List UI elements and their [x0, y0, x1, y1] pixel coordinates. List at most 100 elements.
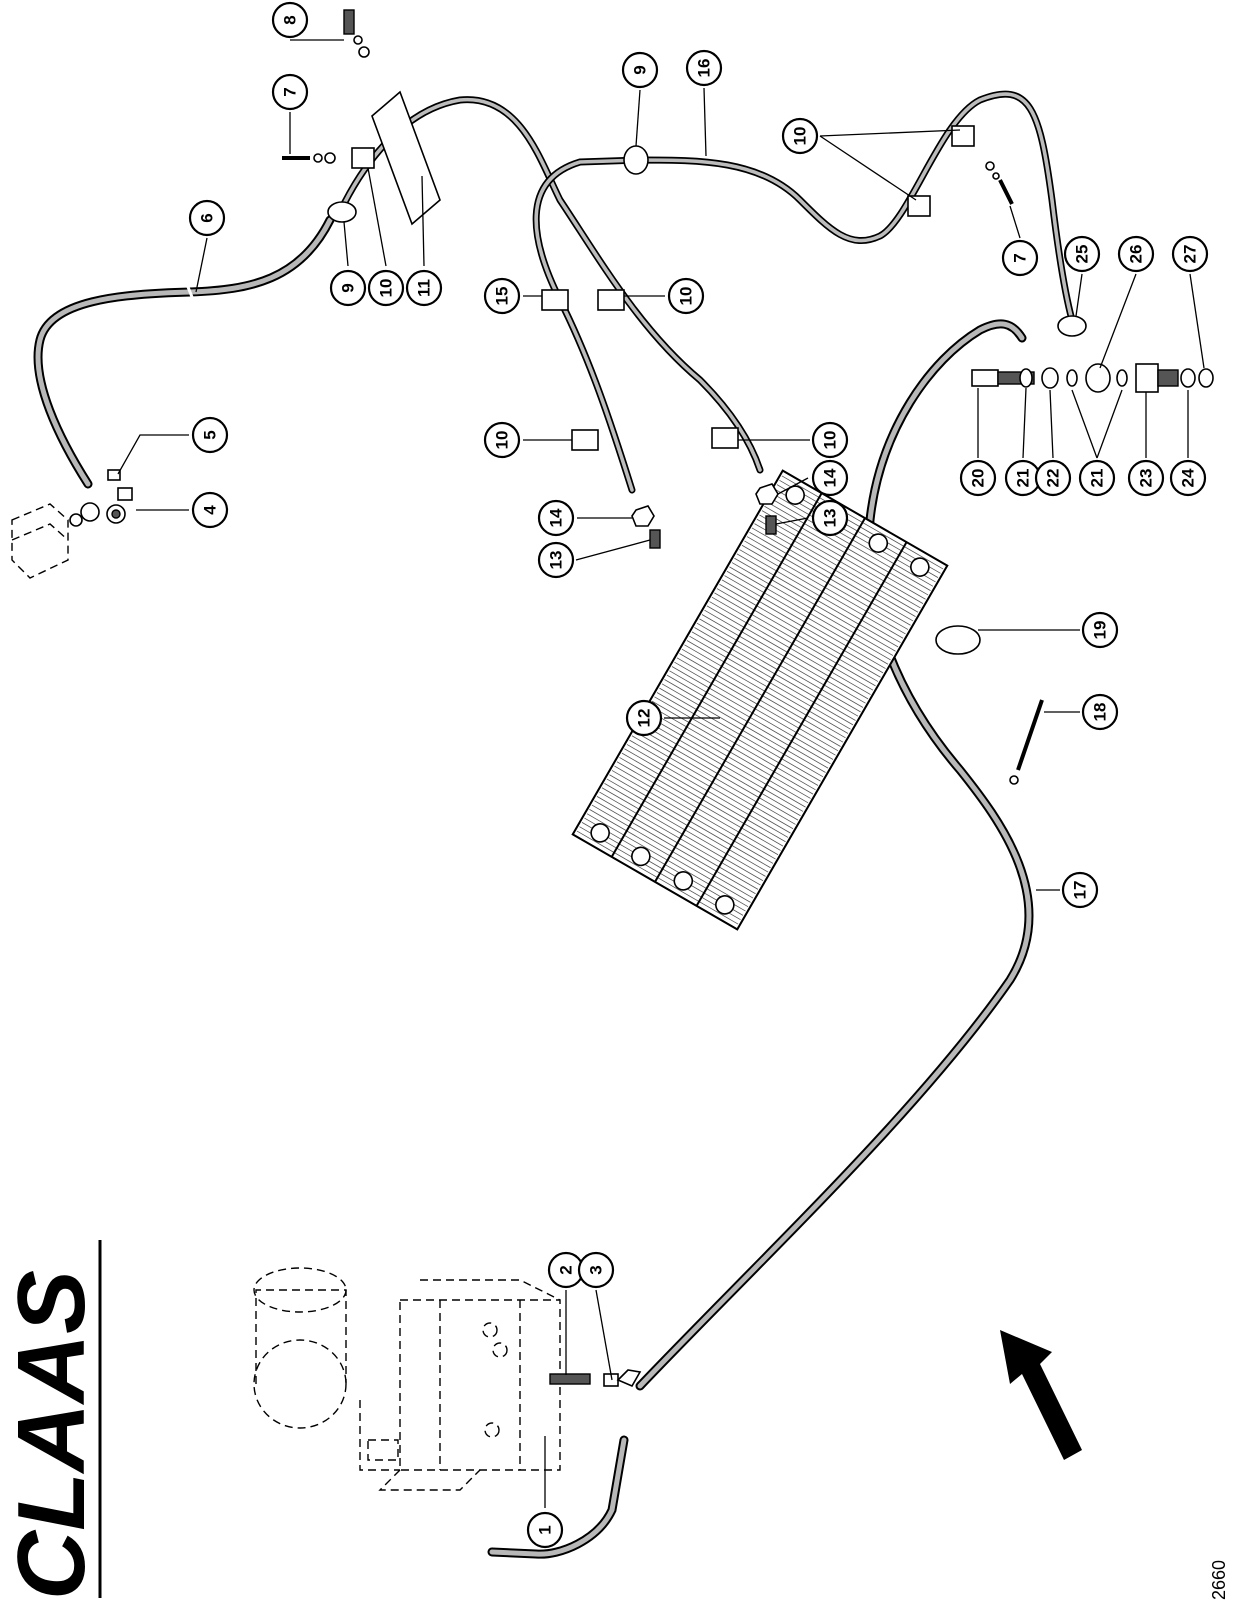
- callout-c3: 3: [577, 1251, 615, 1289]
- hose-6: [33, 215, 335, 489]
- callout-c5: 5: [191, 416, 229, 454]
- callout-c16: 16: [685, 49, 723, 87]
- callout-circle: [621, 51, 659, 89]
- callout-c13a: 13: [537, 541, 575, 579]
- callout-circle: [577, 1251, 615, 1289]
- callout-label: 10: [377, 279, 396, 298]
- callout-circle: [1171, 235, 1209, 273]
- callout-c1: 1: [526, 1511, 564, 1549]
- callout-label: 11: [415, 279, 434, 297]
- callout-label: 5: [201, 430, 220, 439]
- callout-c21b: 21: [1078, 459, 1116, 497]
- callout-label: 10: [821, 431, 840, 450]
- callout-circle: [685, 49, 723, 87]
- direction-arrow-icon: [1000, 1330, 1082, 1460]
- callout-c15: 15: [483, 277, 521, 315]
- small-parts: [80, 9, 1214, 1388]
- callout-label: 21: [1088, 469, 1107, 488]
- pump-housing-outline: [253, 1267, 561, 1491]
- callout-c23: 23: [1127, 459, 1165, 497]
- callout-c10a: 10: [367, 269, 405, 307]
- callout-circle: [271, 1, 309, 39]
- callout-label: 12: [635, 709, 654, 728]
- callout-c7b: 7: [1001, 239, 1039, 277]
- callout-c9b: 9: [621, 51, 659, 89]
- callout-circle: [625, 699, 663, 737]
- callout-c17: 17: [1061, 871, 1099, 909]
- callout-label: 14: [821, 468, 840, 487]
- callout-label: 6: [198, 213, 217, 222]
- callout-circle: [1169, 459, 1207, 497]
- callout-c10e: 10: [781, 117, 819, 155]
- callout-c18: 18: [1081, 693, 1119, 731]
- callout-label: 25: [1073, 245, 1092, 264]
- callout-c4: 4: [191, 491, 229, 529]
- callout-circle: [271, 73, 309, 111]
- callout-label: 23: [1137, 469, 1156, 488]
- claas-logo: CLAAS: [0, 1240, 105, 1600]
- callout-circle: [1127, 459, 1165, 497]
- drawing-number: 2660: [1209, 1560, 1229, 1600]
- callout-label: 17: [1071, 881, 1090, 900]
- callout-circle: [781, 117, 819, 155]
- callout-label: 18: [1091, 703, 1110, 722]
- hose-17: [635, 319, 1034, 1391]
- callout-label: 16: [695, 59, 714, 78]
- callout-c27: 27: [1171, 235, 1209, 273]
- callout-c21a: 21: [1004, 459, 1042, 497]
- callout-label: 3: [587, 1265, 606, 1274]
- callout-label: 7: [1011, 253, 1030, 262]
- callout-circle: [367, 269, 405, 307]
- callout-circle: [483, 277, 521, 315]
- callout-label: 14: [547, 508, 566, 527]
- callout-c26: 26: [1117, 235, 1155, 273]
- callout-label: 24: [1179, 468, 1198, 487]
- callout-circle: [526, 1511, 564, 1549]
- callout-circle: [483, 421, 521, 459]
- callout-circle: [191, 416, 229, 454]
- callout-c20: 20: [959, 459, 997, 497]
- callout-label: 26: [1127, 245, 1146, 264]
- valve-block-outline: [11, 503, 83, 579]
- callout-circle: [959, 459, 997, 497]
- callout-circle: [188, 199, 226, 237]
- callout-circle: [1081, 611, 1119, 649]
- callout-label: 1: [536, 1525, 555, 1534]
- callout-c9a: 9: [329, 269, 367, 307]
- callout-c10d: 10: [811, 421, 849, 459]
- callout-c24: 24: [1169, 459, 1207, 497]
- callout-circle: [811, 499, 849, 537]
- callout-c13b: 13: [811, 499, 849, 537]
- callout-c14a: 14: [537, 499, 575, 537]
- callout-c11: 11: [405, 269, 443, 307]
- callout-label: 15: [493, 287, 512, 306]
- callout-c22: 22: [1034, 459, 1072, 497]
- callout-label: 22: [1044, 469, 1063, 488]
- callout-label: 19: [1091, 621, 1110, 640]
- callout-circle: [1001, 239, 1039, 277]
- callout-c12: 12: [625, 699, 663, 737]
- callout-circle: [1061, 871, 1099, 909]
- callout-label: 10: [791, 127, 810, 146]
- callout-circle: [405, 269, 443, 307]
- callout-circle: [1081, 693, 1119, 731]
- callout-circle: [667, 277, 705, 315]
- callout-c25: 25: [1063, 235, 1101, 273]
- callout-c10b: 10: [667, 277, 705, 315]
- callout-label: 13: [547, 551, 566, 570]
- callout-circle: [1034, 459, 1072, 497]
- callout-c6: 6: [188, 199, 226, 237]
- callout-label: 21: [1014, 469, 1033, 488]
- callout-label: 10: [493, 431, 512, 450]
- callout-circle: [537, 541, 575, 579]
- callout-circle: [329, 269, 367, 307]
- oil-cooler: [571, 469, 949, 931]
- callout-circle: [811, 459, 849, 497]
- callout-circle: [1063, 235, 1101, 273]
- logo-text: CLAAS: [0, 1270, 105, 1600]
- callout-label: 27: [1181, 245, 1200, 264]
- callout-label: 8: [281, 15, 300, 24]
- callout-c14b: 14: [811, 459, 849, 497]
